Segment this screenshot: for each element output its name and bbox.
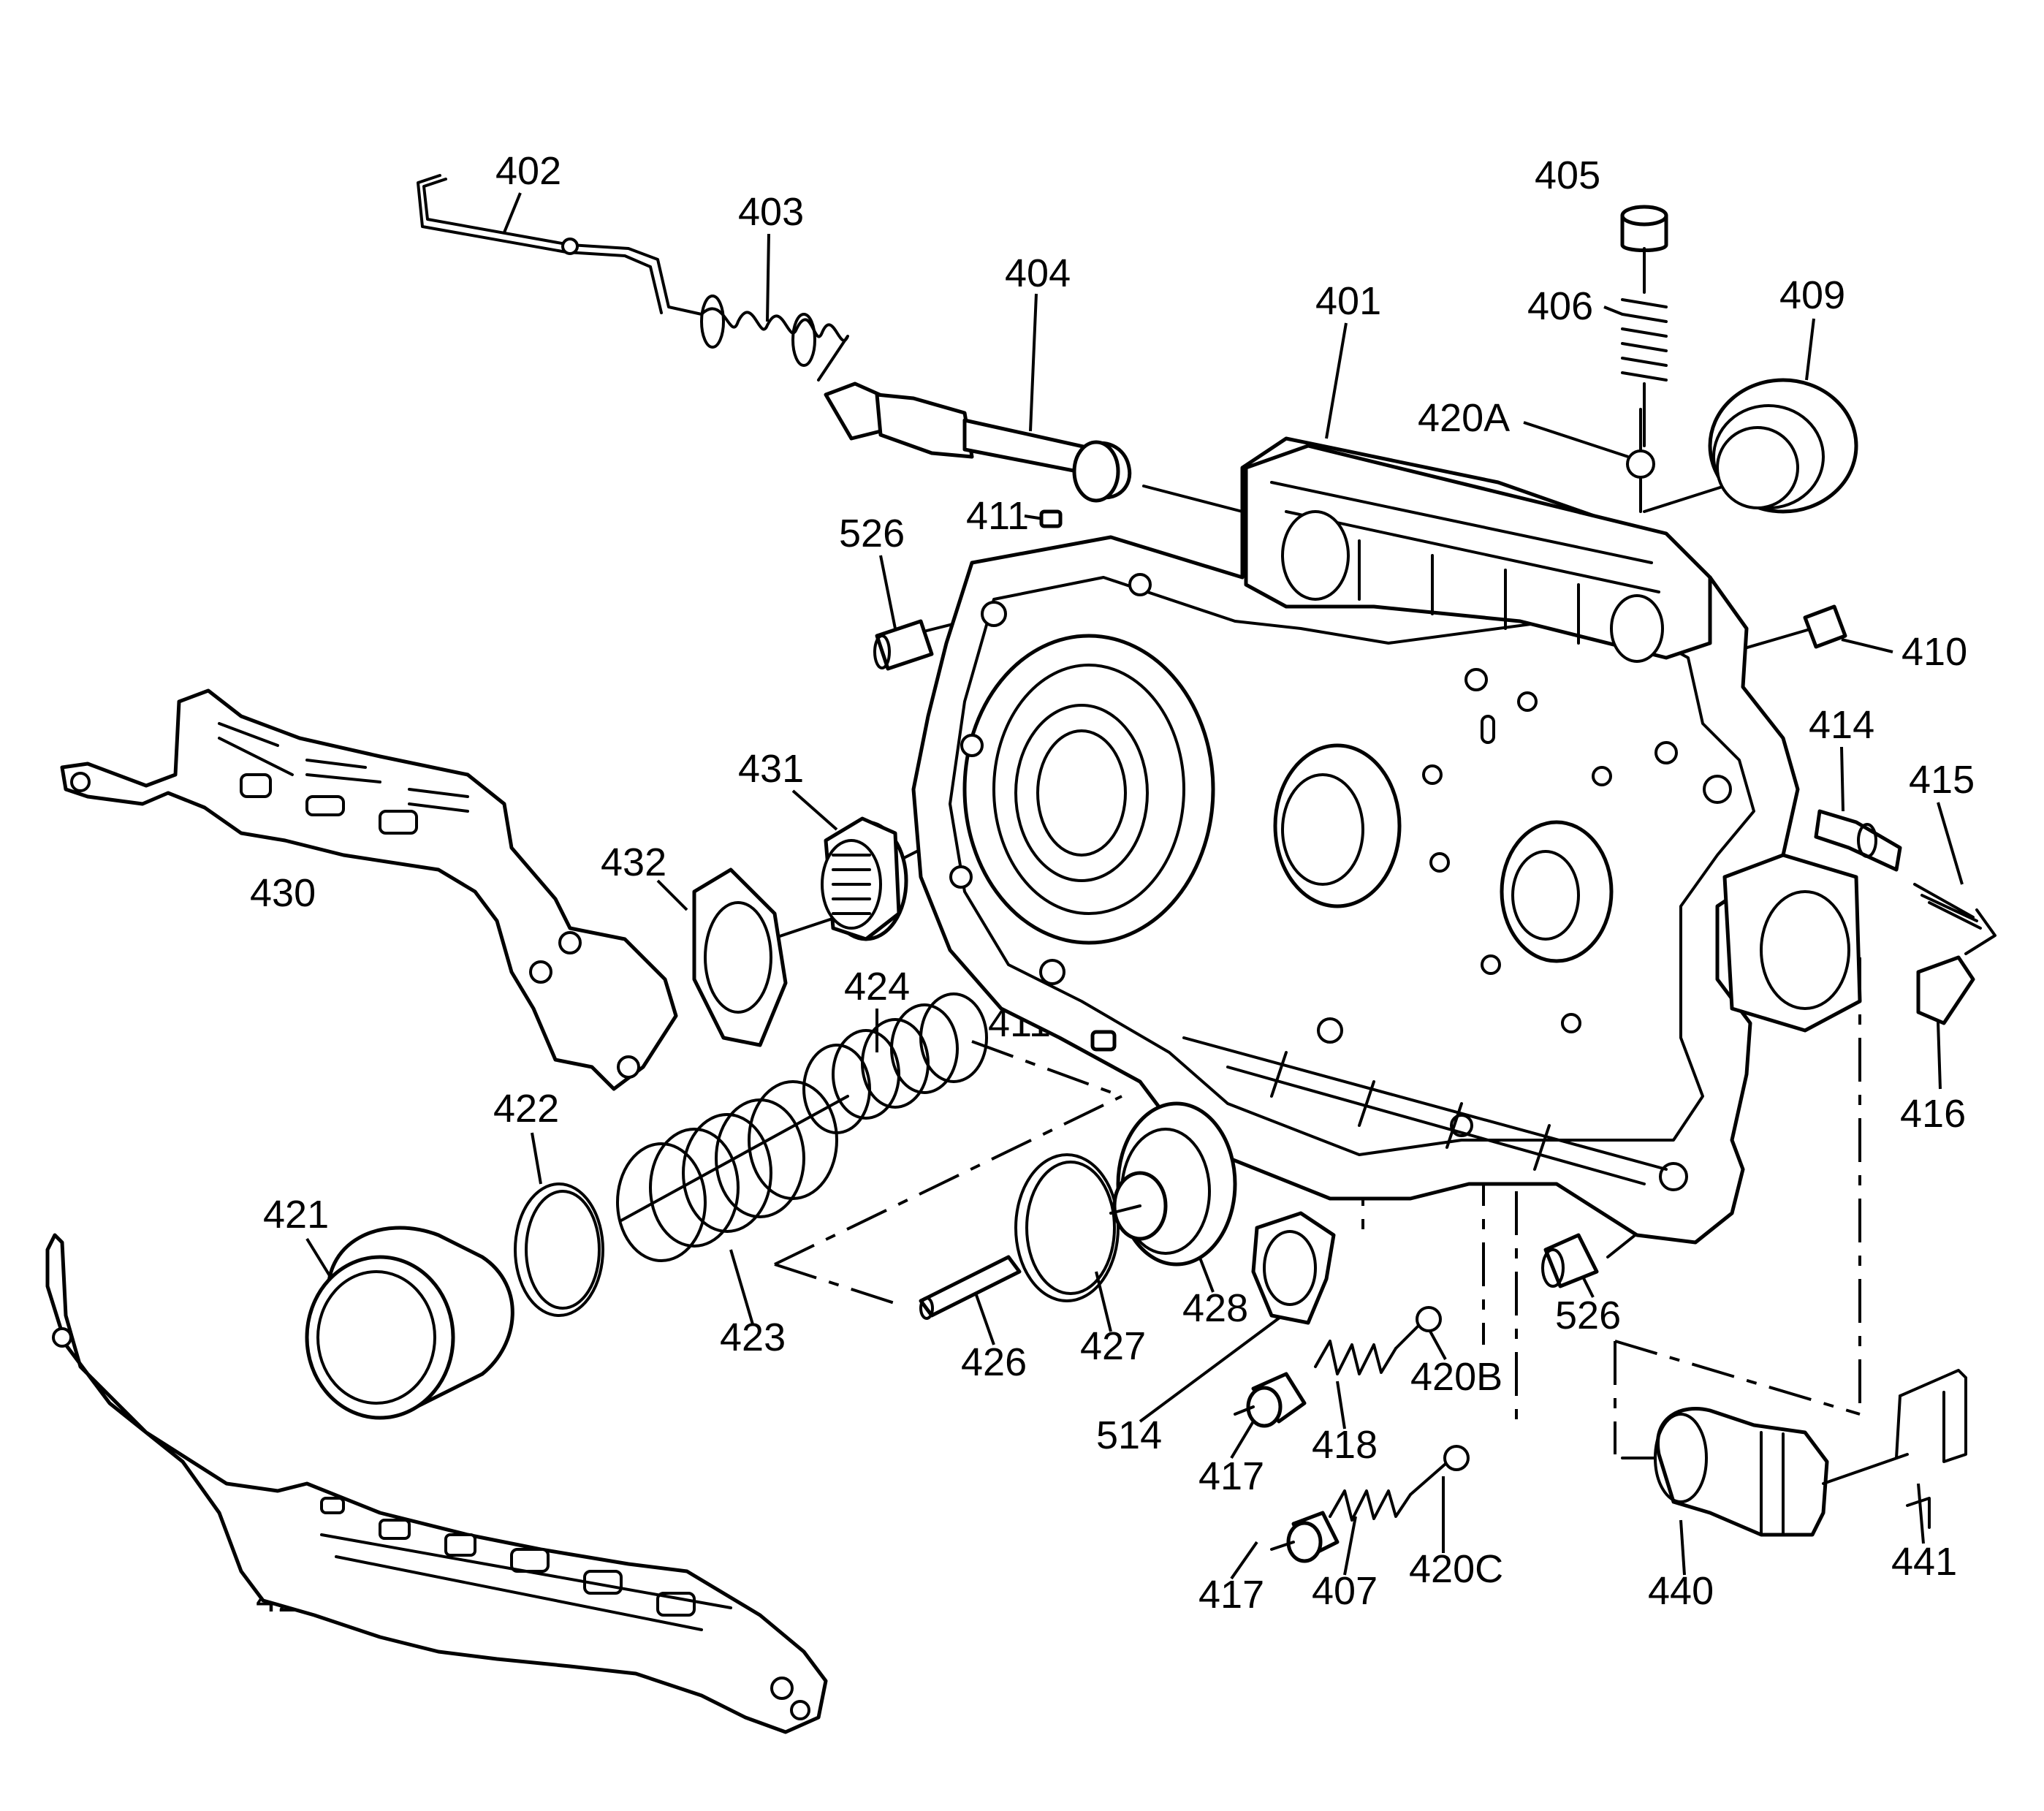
leader-420a [1523,421,1629,458]
callout-411-top: 411 [966,494,1029,538]
leader-418 [1336,1381,1346,1430]
leader-441 [1917,1483,1925,1544]
part-421-piston-cap [305,1226,514,1420]
part-411-plug-mid [1090,1030,1117,1052]
callout-403: 403 [738,190,804,234]
part-417-valve-lower [1270,1511,1340,1563]
callout-428: 428 [1182,1286,1248,1330]
part-409-seal [1708,378,1858,514]
part-424-spring [802,992,988,1134]
callout-415: 415 [1909,758,1975,802]
leader-410 [1841,638,1893,653]
part-403-spring [700,295,849,381]
callout-418: 418 [1312,1423,1378,1467]
part-514-retainer [1251,1211,1336,1325]
callout-440: 440 [1648,1569,1714,1613]
leader-416 [1937,1021,1942,1090]
part-420a-ball [1626,449,1655,479]
leader-422 [531,1132,542,1185]
part-414-valve [1814,809,1902,872]
leader-409 [1805,318,1815,381]
part-407-spring [1329,1462,1447,1522]
callout-420b: 420B [1410,1355,1502,1399]
callout-427: 427 [1080,1324,1146,1368]
leader-432 [656,879,688,911]
callout-417-upper: 417 [1198,1454,1264,1498]
leader-526-top [879,555,897,629]
leader-514 [1139,1314,1284,1423]
leader-431 [791,789,838,831]
leader-417-upper [1230,1420,1255,1459]
part-429-gasket [45,1233,828,1734]
callout-421: 421 [263,1193,329,1237]
callout-424: 424 [844,965,910,1009]
part-526-dowel-bottom [1541,1233,1599,1288]
part-418-spring [1314,1325,1419,1375]
leader-415 [1937,802,1964,885]
leader-401 [1325,322,1348,439]
part-423-spring [616,1080,838,1262]
leader-lines [295,192,1964,1583]
part-426-pin [919,1255,1022,1320]
callout-labels: 402 403 404 405 406 401 409 420A 411 526… [250,149,1975,1620]
leader-427 [1095,1271,1112,1332]
leader-404 [1029,293,1038,432]
callout-420a: 420A [1418,396,1510,440]
part-417-valve-upper [1234,1372,1307,1428]
callout-409: 409 [1779,273,1845,317]
callout-422: 422 [493,1087,559,1131]
callout-401: 401 [1315,279,1381,323]
callout-417-lower: 417 [1198,1573,1264,1617]
part-404-valve-spool [824,381,1132,503]
part-402-detent-rod [417,174,703,316]
callout-405: 405 [1535,153,1600,197]
leader-407 [1343,1516,1357,1576]
part-412-plug [1592,766,1612,786]
callout-416: 416 [1900,1092,1966,1136]
callout-407: 407 [1312,1569,1378,1613]
leader-402 [503,192,522,233]
part-428-piston [1109,1101,1237,1267]
part-406-spring [1621,247,1668,447]
callout-426: 426 [961,1340,1027,1384]
callout-526-bottom: 526 [1555,1294,1621,1337]
part-416-clip [1916,955,1975,1025]
callout-406: 406 [1527,284,1593,328]
part-415-spring [1913,883,1996,955]
leader-423 [729,1249,754,1325]
leader-414 [1840,746,1844,812]
part-441-bracket [1895,1369,1967,1529]
leader-406 [1603,305,1623,316]
part-420b-ball [1416,1306,1442,1332]
part-420c-ball [1443,1445,1470,1471]
part-430-gasket [60,688,678,1091]
part-440-solenoid [1621,1407,1909,1537]
part-410-pin [1803,604,1847,649]
callout-441: 441 [1891,1540,1957,1584]
callout-414: 414 [1809,703,1874,747]
leader-420b [1427,1328,1447,1360]
leader-440 [1679,1519,1686,1576]
callout-402: 402 [495,149,561,193]
leader-403 [766,233,770,322]
callout-410: 410 [1901,630,1967,674]
part-526-dowel-top [873,619,934,671]
part-427-snap-ring [1014,1153,1120,1302]
part-431-bearing [821,816,908,941]
part-401-valve-body-housing [911,436,1862,1245]
callout-431: 431 [738,747,804,791]
callout-430: 430 [250,871,316,915]
callout-514: 514 [1096,1413,1162,1457]
part-405-cap [1620,205,1668,252]
callout-526-top: 526 [839,512,905,555]
part-432-thrust-washer [692,867,788,1047]
part-411-plug-top [1039,509,1063,528]
callout-432: 432 [601,840,666,884]
part-422-o-ring [514,1182,604,1317]
leader-417-lower [1230,1541,1258,1580]
callout-404: 404 [1005,251,1071,295]
callout-420c: 420C [1409,1547,1503,1591]
